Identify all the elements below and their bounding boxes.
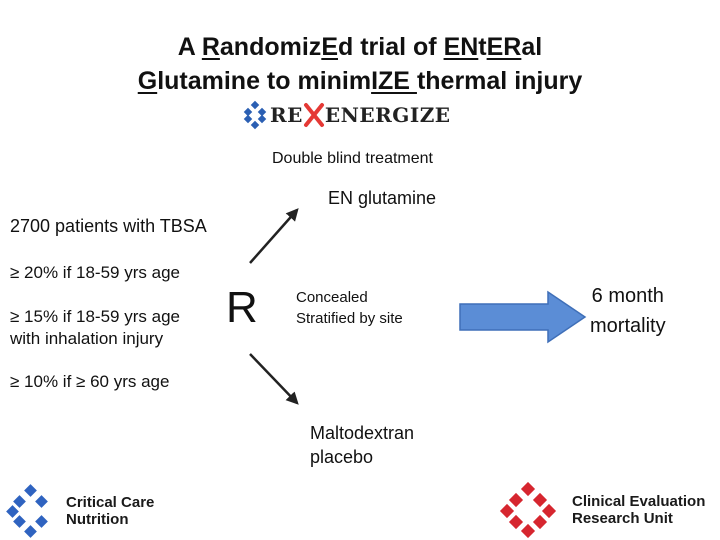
population-label: 2700 patients with TBSA (10, 216, 207, 236)
criterion-3: ≥ 10% if ≥ 60 yrs age (10, 372, 170, 391)
logo-text-suffix: ENERGIZE (324, 103, 451, 127)
ccn-line-2: Nutrition (66, 511, 129, 528)
arrow-to-placebo (249, 353, 299, 405)
randomize-label: R (226, 283, 258, 332)
arm-bottom-label: Maltodextran placebo (310, 421, 414, 469)
ceru-logo-icon (499, 482, 557, 538)
ccn-logo: Critical Care Nutrition (6, 484, 154, 538)
ceru-line-1: Clinical Evaluation (572, 493, 706, 510)
outcome-line-2: mortality (590, 315, 666, 337)
ccn-line-1: Critical Care (66, 494, 155, 511)
title-underlined: ER (486, 33, 522, 61)
x-mark-icon (303, 103, 324, 127)
ccn-logo-icon (6, 484, 48, 538)
re-energize-logo: RE ENERGIZE (240, 98, 451, 132)
arm-bottom-line-1: Maltodextran (310, 423, 415, 443)
treatment-note: Double blind treatment (272, 150, 433, 167)
arm-bottom-line-2: placebo (310, 447, 374, 467)
title-text: al (521, 33, 543, 61)
title-underlined: G (137, 67, 158, 95)
title-text: A (177, 33, 202, 61)
criterion-2-line-1: ≥ 15% if 18-59 yrs age (10, 307, 180, 326)
title-text: lutamine to minim (157, 67, 372, 95)
slide-title: A RandomizEd trial of ENtERal Glutamine … (0, 30, 720, 98)
title-underlined: IZE (371, 67, 417, 95)
title-line-1: A RandomizEd trial of ENtERal (0, 30, 720, 64)
criterion-2: ≥ 15% if 18-59 yrs age with inhalation i… (10, 306, 180, 350)
criterion-1: ≥ 20% if 18-59 yrs age (10, 263, 180, 282)
trial-logo-icon (243, 100, 267, 130)
ccn-logo-text: Critical Care Nutrition (66, 494, 154, 528)
criterion-2-line-2: with inhalation injury (10, 329, 164, 348)
title-underlined: E (321, 33, 338, 61)
title-line-2: Glutamine to minimIZE thermal injury (0, 64, 720, 98)
allocation-line-2: Stratified by site (296, 310, 403, 327)
ceru-logo-text: Clinical Evaluation Research Unit (572, 493, 705, 527)
arrow-to-glutamine (249, 208, 299, 264)
outcome-block-arrow (459, 290, 587, 344)
title-text: andomiz (219, 33, 322, 61)
ceru-logo: Clinical Evaluation Research Unit (498, 482, 705, 538)
title-text: thermal injury (416, 67, 583, 95)
outcome-line-1: 6 month (591, 285, 664, 307)
allocation-text: Concealed Stratified by site (296, 287, 403, 329)
title-text: t (478, 33, 487, 61)
title-underlined: EN (443, 33, 479, 61)
title-text: d trial of (338, 33, 444, 61)
allocation-line-1: Concealed (296, 289, 368, 306)
logo-text-prefix: RE (270, 103, 303, 127)
outcome-label: 6 month mortality (590, 281, 666, 341)
ceru-line-2: Research Unit (572, 510, 673, 527)
title-underlined: R (201, 33, 220, 61)
arm-top-label: EN glutamine (328, 188, 437, 208)
